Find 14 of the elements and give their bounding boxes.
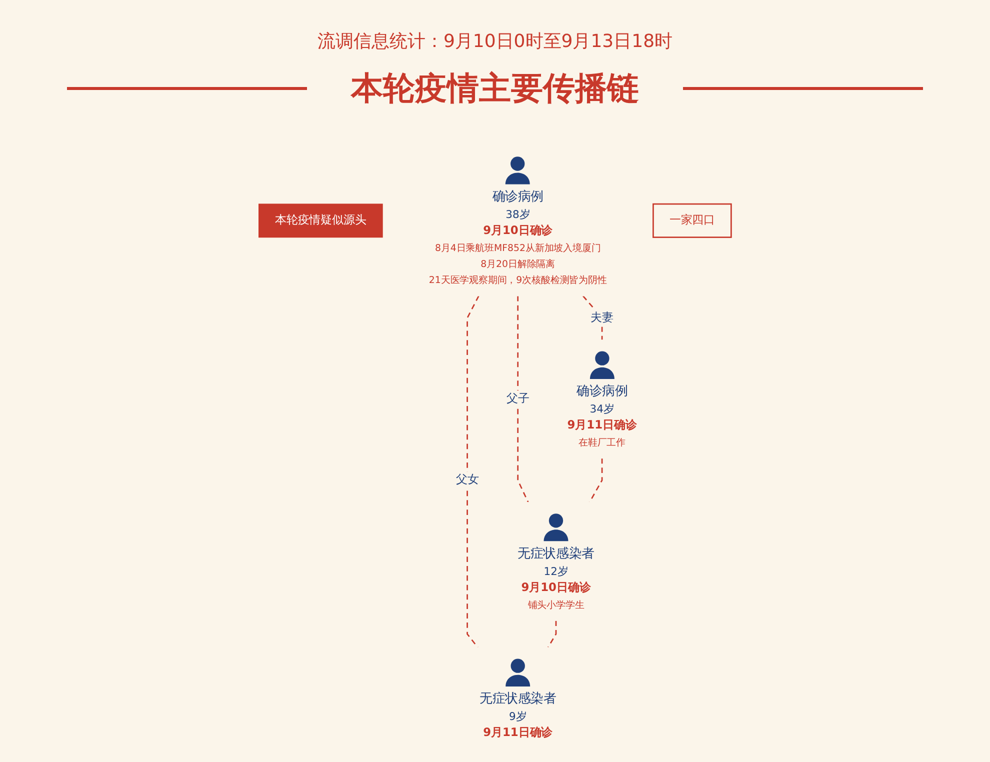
node-text: 确诊病例 34岁 9月11日确诊 在鞋厂工作 (567, 384, 637, 448)
connector (547, 620, 557, 648)
connector (582, 296, 603, 340)
node-text: 无症状感染者 9岁 9月11日确诊 (480, 691, 556, 740)
node-box: 本轮疫情疑似源头 (258, 204, 383, 238)
node-text: 确诊病例 38岁 9月10日确诊 8月4日乘航班MF852从新加坡入境厦门 8月20日解除隔离 21天医学观察期间，9次核酸检测皆为阴性 (428, 189, 607, 286)
diagram-title: 本轮疫情主要传播链 (351, 68, 639, 108)
edge-label: 夫妻 (590, 310, 614, 324)
node-box: 一家四口 (652, 203, 732, 238)
subtitle: 流调信息统计：9月10日0时至9月13日18时 (317, 30, 673, 54)
node-text: 无症状感染者 12岁 9月10日确诊 铺头小学学生 (518, 546, 594, 610)
connector (517, 296, 529, 503)
edge-label: 父子 (506, 392, 530, 406)
edge-label: 父女 (456, 473, 479, 486)
